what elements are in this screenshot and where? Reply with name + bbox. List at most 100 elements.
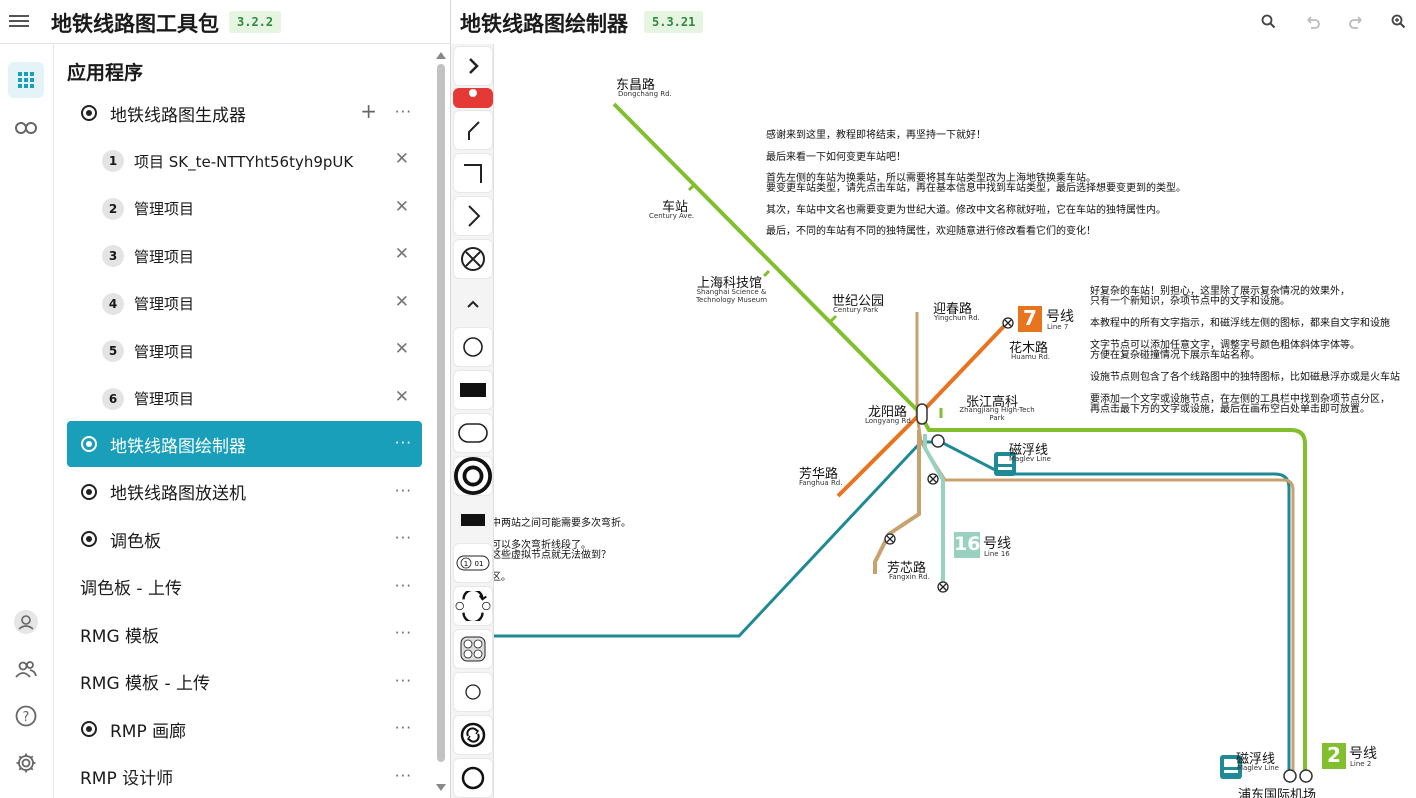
- grid-station-icon[interactable]: [453, 629, 493, 669]
- search-icon[interactable]: [1259, 12, 1279, 32]
- more-icon[interactable]: ···: [394, 576, 412, 595]
- app-title: 地铁线路图工具包: [51, 12, 219, 36]
- app-item[interactable]: RMG 模板 ···: [67, 611, 422, 657]
- station-name: 芳芯路: [887, 561, 927, 576]
- settings-icon[interactable]: [8, 745, 44, 781]
- app-item[interactable]: 地铁线路图绘制器···: [67, 421, 422, 467]
- station-name-en: Huamu Rd.: [1011, 353, 1051, 361]
- more-icon[interactable]: ···: [394, 103, 412, 121]
- corner-line-icon[interactable]: [453, 153, 493, 193]
- drawing-canvas[interactable]: 东昌路 Dongchang Rd. 车站 Century Ave. 上海科技馆 …: [451, 44, 1416, 798]
- scroll-down-arrow-icon[interactable]: [436, 784, 446, 791]
- app-item-label: RMG 模板: [80, 626, 160, 647]
- station-maglev-junction[interactable]: [931, 434, 945, 448]
- cross-circle-icon[interactable]: [453, 239, 493, 279]
- scroll-up-arrow-icon[interactable]: [436, 52, 446, 59]
- station-airport-a[interactable]: [1283, 769, 1297, 783]
- tutorial-text: 只有一个新知识，杂项节点中的文字和设施。: [1090, 296, 1290, 307]
- close-icon[interactable]: ✕: [394, 149, 409, 169]
- contributors-icon[interactable]: [8, 651, 44, 687]
- panel-divider[interactable]: [450, 0, 451, 798]
- station-ticks: [687, 183, 943, 418]
- close-icon[interactable]: ✕: [394, 196, 409, 217]
- more-icon[interactable]: ···: [394, 766, 412, 785]
- project-item[interactable]: 1 项目 SK_te-NTTYht56tyh9pUK ✕: [67, 138, 422, 184]
- bar-station-icon[interactable]: [453, 500, 493, 540]
- station-airport-b[interactable]: [1299, 769, 1313, 783]
- menu-icon[interactable]: [9, 12, 29, 32]
- circle-station-icon[interactable]: [453, 327, 493, 367]
- rounded-rect-icon[interactable]: [453, 413, 493, 453]
- cycle-icon[interactable]: [453, 586, 493, 626]
- curve-line-icon[interactable]: [453, 110, 493, 150]
- station-name: 上海科技馆: [697, 276, 763, 291]
- more-icon[interactable]: ···: [394, 624, 412, 642]
- undo-icon[interactable]: [1303, 12, 1323, 32]
- radio-dot-icon: [81, 105, 97, 121]
- close-icon[interactable]: ✕: [394, 291, 409, 312]
- station-name: 磁浮线: [1009, 443, 1049, 458]
- close-icon[interactable]: ✕: [394, 339, 409, 359]
- station-name: 迎春路: [933, 302, 973, 317]
- collapse-toolbar-chevron-right-icon[interactable]: [453, 46, 493, 86]
- more-icon[interactable]: ···: [394, 719, 412, 737]
- left-header: 地铁线路图工具包 3.2.2: [0, 0, 450, 44]
- app-item-generator[interactable]: 地铁线路图生成器 + ···: [67, 90, 422, 136]
- project-label: 项目 SK_te-NTTYht56tyh9pUK: [134, 152, 354, 171]
- map-svg: [494, 102, 1346, 783]
- station-name: 世纪公园: [832, 294, 885, 309]
- project-label: 管理项目: [134, 200, 195, 218]
- redo-icon[interactable]: [1346, 12, 1366, 32]
- small-circle-icon[interactable]: [453, 672, 493, 712]
- app-item[interactable]: RMP 设计师···: [67, 754, 422, 798]
- link-icon[interactable]: [8, 110, 44, 146]
- rect-station-icon[interactable]: [453, 370, 493, 410]
- double-circle-icon[interactable]: [453, 456, 493, 496]
- chevron-up-icon[interactable]: [453, 284, 493, 324]
- radio-dot-icon: [81, 721, 97, 737]
- swap-circle-icon[interactable]: [453, 715, 493, 755]
- app-item[interactable]: 地铁线路图放送机···: [67, 469, 422, 515]
- help-icon[interactable]: ?: [8, 698, 44, 734]
- project-number: 1: [102, 150, 124, 172]
- station-name-en: Maglev Line: [1009, 455, 1051, 463]
- station-red-icon[interactable]: [453, 88, 493, 108]
- big-circle-icon[interactable]: [453, 758, 493, 798]
- tutorial-text: 区。: [491, 572, 511, 583]
- tutorial-text: 首先左侧的车站为换乘站，所以需要将其车站类型改为上海地铁换乘车站。: [766, 173, 1096, 184]
- apps-grid-icon[interactable]: [8, 62, 44, 98]
- more-icon[interactable]: ···: [394, 481, 412, 500]
- interchange-longyang[interactable]: [916, 403, 928, 425]
- project-item[interactable]: 2 管理项目 ✕: [67, 186, 422, 232]
- plus-icon[interactable]: +: [360, 99, 377, 123]
- app-item[interactable]: 调色板 ···: [67, 516, 422, 562]
- crossed-stations: [884, 317, 1014, 593]
- close-icon[interactable]: ✕: [394, 244, 409, 264]
- project-number: 2: [102, 197, 124, 220]
- maglev-label-en: Maglev Line: [1237, 764, 1279, 772]
- account-icon[interactable]: [8, 604, 44, 640]
- more-icon[interactable]: ···: [394, 529, 412, 547]
- zoom-in-icon[interactable]: [1389, 12, 1409, 32]
- station-name: 浦东国际机场: [1238, 788, 1317, 798]
- diagonal-line-icon[interactable]: [453, 196, 493, 236]
- more-icon[interactable]: ···: [394, 434, 412, 452]
- radio-dot-icon: [81, 531, 97, 547]
- more-icon[interactable]: ···: [394, 671, 412, 690]
- app-item[interactable]: 调色板 - 上传···: [67, 564, 422, 610]
- line-7-number: 7: [1023, 306, 1037, 330]
- scrollbar-thumb[interactable]: [437, 64, 445, 762]
- app-item-label: RMP 画廊: [110, 721, 187, 742]
- close-icon[interactable]: ✕: [394, 386, 409, 407]
- app-item[interactable]: RMP 画廊 ···: [67, 706, 422, 752]
- app-item[interactable]: RMG 模板 - 上传···: [67, 659, 422, 705]
- nav-rail: ?: [0, 44, 54, 798]
- app-item-label: 调色板: [110, 531, 161, 552]
